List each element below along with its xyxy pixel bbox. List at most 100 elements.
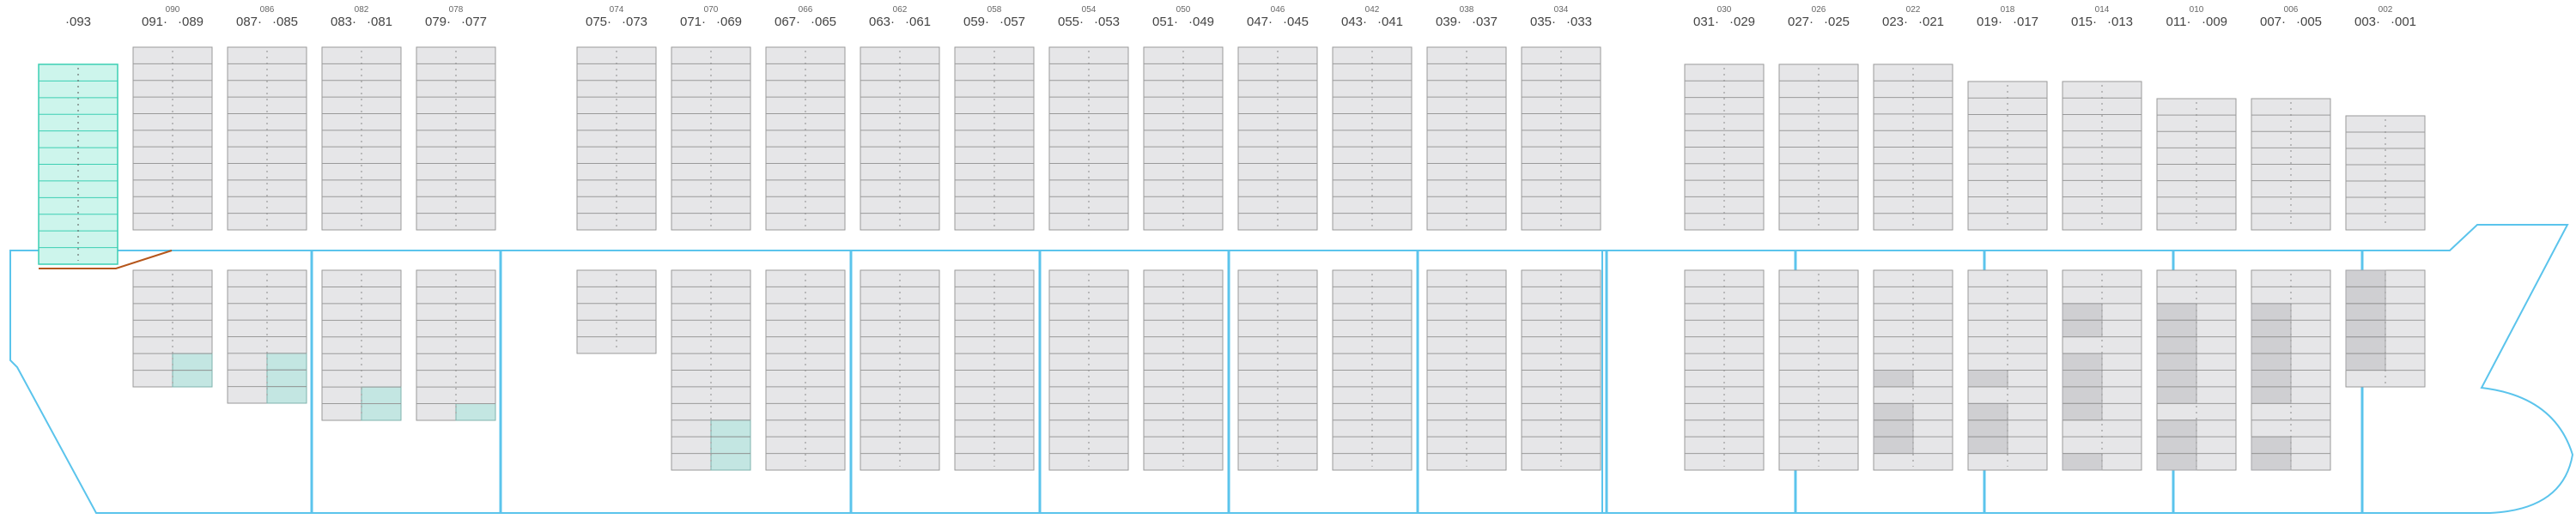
bay-right-number: ·021: [1918, 15, 1944, 29]
occupied-slot: [1873, 402, 1914, 421]
hold-stack-031: [1684, 269, 1765, 471]
bay-right-number: ·005: [2296, 15, 2322, 29]
occupied-slot: [2062, 353, 2103, 371]
deck-stack-059: [954, 46, 1035, 231]
bay-label-043: 043·042·041: [1341, 5, 1403, 29]
hold-stack-frame: [576, 269, 657, 354]
hold-stack-079: [416, 269, 496, 421]
bay-left-number: 087·: [236, 15, 262, 29]
occupied-slot: [1873, 370, 1914, 388]
occupied-slot: [2062, 402, 2103, 421]
deck-stack-063: [860, 46, 940, 231]
deck-stack-frame: [671, 46, 751, 231]
hold-stack-071: [671, 269, 751, 471]
occupied-slot: [2156, 319, 2197, 338]
occupied-slot: [1873, 419, 1914, 438]
selected-slot: [361, 386, 402, 405]
deck-stack-frame: [132, 46, 213, 231]
deck-stack-011: [2156, 98, 2237, 231]
bay-left-number: 027·: [1788, 15, 1814, 29]
deck-stack-067: [765, 46, 846, 231]
deck-stack-frame: [1048, 46, 1129, 231]
bay-right-number: ·073: [622, 15, 647, 29]
hold-stack-059: [954, 269, 1035, 471]
selected-slot: [266, 353, 307, 371]
occupied-slot: [2251, 436, 2292, 455]
bay-40ft-number: 026: [1812, 5, 1826, 15]
bay-right-number: ·049: [1188, 15, 1214, 29]
bay-left-number: 067·: [775, 15, 800, 29]
bay-40ft-number: 074: [610, 5, 624, 15]
occupied-slot: [2251, 353, 2292, 371]
occupied-slot: [2156, 419, 2197, 438]
bay-label-039: 039·038·037: [1436, 5, 1498, 29]
bay-label-035: 035·034·033: [1530, 5, 1592, 29]
deck-stack-frame: [1237, 46, 1318, 231]
occupied-slot: [1873, 436, 1914, 455]
selected-slot: [172, 370, 213, 388]
hold-stack-011: [2156, 269, 2237, 471]
occupied-slot: [2156, 386, 2197, 404]
bay-right-number: ·081: [367, 15, 392, 29]
bay-40ft-number: 066: [799, 5, 813, 15]
occupied-slot: [2156, 453, 2197, 471]
deck-stack-007: [2251, 98, 2331, 231]
bay-label-063: 063·062·061: [869, 5, 931, 29]
selected-slot: [361, 403, 402, 421]
deck-stack-051: [1143, 46, 1224, 231]
bay-40ft-number: 078: [449, 5, 464, 15]
deck-stack-frame: [765, 46, 846, 231]
bay-right-number: ·089: [178, 15, 204, 29]
bay-left-number: 003·: [2354, 15, 2380, 29]
deck-stack-091: [132, 46, 213, 231]
hold-stack-063: [860, 269, 940, 471]
bay-40ft-number: 054: [1082, 5, 1097, 15]
selected-slot: [710, 436, 751, 455]
bay-40ft-number: 010: [2190, 5, 2204, 15]
bay-40ft-number: 070: [704, 5, 719, 15]
occupied-slot: [2251, 303, 2292, 321]
bay-label-083: 083·082·081: [331, 5, 392, 29]
bay-left-number: 055·: [1058, 15, 1084, 29]
occupied-slot: [2156, 353, 2197, 371]
occupied-slot: [2156, 436, 2197, 455]
bay-number-093: ·093: [65, 15, 91, 29]
occupied-slot: [2251, 370, 2292, 388]
bay-40ft-number: 090: [166, 5, 180, 15]
hold-stack-055: [1048, 269, 1129, 471]
occupied-slot: [2345, 269, 2386, 287]
bay-label-055: 055·054·053: [1058, 5, 1120, 29]
bay-left-number: 083·: [331, 15, 356, 29]
bay-left-number: 023·: [1882, 15, 1908, 29]
bay-label-075: 075·074·073: [586, 5, 647, 29]
bay-label-051: 051·050·049: [1152, 5, 1214, 29]
bay-right-number: ·025: [1824, 15, 1850, 29]
hull-outline: [9, 224, 2574, 514]
bay-40ft-number: 082: [355, 5, 369, 15]
bay-right-number: ·085: [272, 15, 298, 29]
hold-stack-003: [2345, 269, 2426, 388]
bay-right-number: ·069: [716, 15, 742, 29]
deck-stack-015: [2062, 81, 2142, 231]
bay-right-number: ·077: [461, 15, 487, 29]
bay-40ft-number: 046: [1271, 5, 1285, 15]
deck-stack-frame: [321, 46, 402, 231]
hold-stack-019: [1967, 269, 2048, 471]
bay-left-number: 051·: [1152, 15, 1178, 29]
bay-left-number: 007·: [2260, 15, 2286, 29]
bay-left-number: 079·: [425, 15, 451, 29]
bay-left-number: 047·: [1247, 15, 1273, 29]
occupied-slot: [2345, 353, 2386, 371]
hold-stack-091: [132, 269, 213, 388]
deck-stack-019: [1967, 81, 2048, 231]
selected-slot: [266, 386, 307, 404]
deck-stack-039: [1426, 46, 1507, 231]
deck-stack-003: [2345, 115, 2426, 231]
bay-left-number: 091·: [142, 15, 167, 29]
occupied-slot: [2251, 386, 2292, 404]
bay-label-067: 067·066·065: [775, 5, 836, 29]
bay-left-number: 031·: [1693, 15, 1719, 29]
bay-left-number: 075·: [586, 15, 611, 29]
hold-stack-007: [2251, 269, 2331, 471]
